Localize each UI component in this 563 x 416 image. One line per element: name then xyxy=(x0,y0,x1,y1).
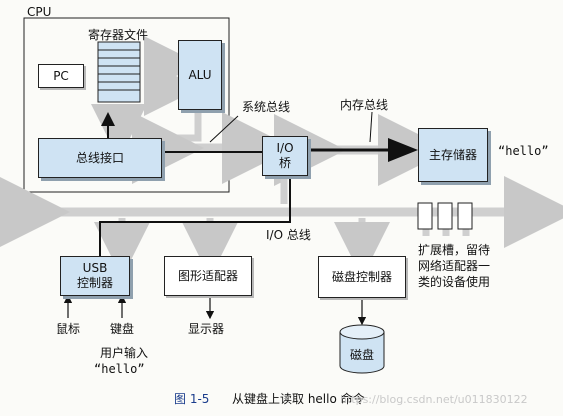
user-input-line1: 用户输入 xyxy=(100,346,149,360)
register-file-label: 寄存器文件 xyxy=(88,28,149,42)
pc-box: PC xyxy=(38,64,84,88)
expansion-slots xyxy=(417,202,473,230)
main-memory-box: 主存储器 xyxy=(418,128,488,182)
io-bridge-line1: I/O xyxy=(276,141,294,155)
io-bridge-box: I/O 桥 xyxy=(262,136,308,176)
expansion-note-line3: 类的设备使用 xyxy=(418,275,491,289)
disk-controller-label: 磁盘控制器 xyxy=(331,269,392,284)
graphics-adapter-label: 图形适配器 xyxy=(177,268,238,283)
usb-controller-line2: 控制器 xyxy=(76,276,113,290)
cpu-label: CPU xyxy=(27,5,52,19)
caption-text: 从键盘上读取 hello 命令 xyxy=(232,392,365,406)
disk-label: 磁盘 xyxy=(350,348,375,362)
memory-bus-leader xyxy=(369,111,373,143)
usb-controller-line1: USB xyxy=(82,261,108,275)
expansion-note: 扩展槽，留待 网络适配器一 类的设备使用 xyxy=(418,242,490,290)
mouse-label: 鼠标 xyxy=(56,322,81,336)
user-input-line2: “hello” xyxy=(94,362,145,376)
io-bus-label: I/O 总线 xyxy=(266,228,311,242)
main-memory-contents: “hello” xyxy=(498,144,549,158)
io-bus-drops xyxy=(94,176,470,278)
caption-figure-number: 图 1-5 xyxy=(174,392,210,406)
io-bridge-line2: 桥 xyxy=(278,156,291,170)
register-file-cells xyxy=(97,41,141,103)
memory-bus-label: 内存总线 xyxy=(340,98,389,112)
graphics-adapter-box: 图形适配器 xyxy=(164,256,252,296)
main-memory-label: 主存储器 xyxy=(428,147,477,162)
expansion-note-line1: 扩展槽，留待 xyxy=(418,243,491,257)
keyboard-label: 键盘 xyxy=(110,322,135,336)
alu-label: ALU xyxy=(188,67,212,82)
alu-box: ALU xyxy=(178,40,222,110)
pc-label: PC xyxy=(53,68,69,83)
bus-interface-label: 总线接口 xyxy=(75,150,124,165)
disk-cylinder xyxy=(339,324,385,374)
watermark: https://blog.csdn.net/u011830122 xyxy=(340,393,528,406)
disk-controller-box: 磁盘控制器 xyxy=(318,256,406,298)
usb-controller-box: USB 控制器 xyxy=(60,256,130,296)
system-bus-label: 系统总线 xyxy=(242,100,291,114)
bus-interface-box: 总线接口 xyxy=(38,138,162,178)
system-bus-leader xyxy=(209,115,239,143)
expansion-note-line2: 网络适配器一 xyxy=(418,259,491,273)
data-path-usb-to-bridge xyxy=(99,168,291,262)
display-label: 显示器 xyxy=(188,322,225,336)
